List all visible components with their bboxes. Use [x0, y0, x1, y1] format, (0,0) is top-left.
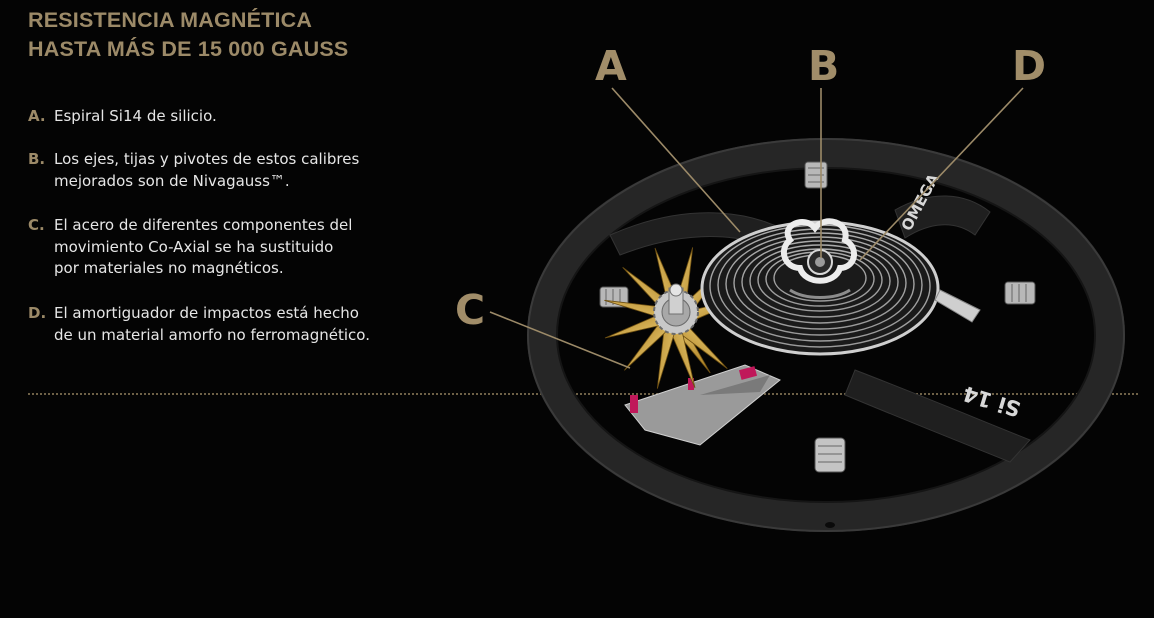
feature-text-a: Espiral Si14 de silicio.	[54, 106, 414, 128]
feature-item-d: D. El amortiguador de impactos está hech…	[28, 303, 414, 346]
balance-wheel-rim	[527, 138, 1125, 532]
ruby-pallet-left	[630, 395, 638, 413]
feature-item-c: C. El acero de diferentes componentes de…	[28, 215, 414, 280]
hairspring	[700, 220, 981, 356]
leader-a	[611, 87, 741, 233]
ruby-pallet-right	[738, 366, 758, 380]
feature-letter-c: C.	[28, 216, 45, 234]
balance-wheel-arms	[609, 195, 1031, 463]
stud-holder	[934, 289, 981, 323]
title-line-2: HASTA MÁS DE 15 000 GAUSS	[28, 37, 349, 61]
ruby-pallet-middle	[688, 378, 694, 390]
screw-right	[1004, 281, 1036, 305]
callout-d: D	[1012, 42, 1046, 90]
feature-a-line-1: Espiral Si14 de silicio.	[54, 107, 217, 125]
feature-letter-b: B.	[28, 150, 46, 168]
feature-item-a: A. Espiral Si14 de silicio.	[28, 106, 414, 128]
feature-text-d: El amortiguador de impactos está hecho d…	[54, 303, 414, 346]
feature-d-line-1: El amortiguador de impactos está hecho	[54, 304, 359, 322]
callout-c: C	[455, 286, 485, 334]
feature-c-line-3: por materiales no magnéticos.	[54, 259, 284, 277]
title-line-1: RESISTENCIA MAGNÉTICA	[28, 8, 313, 32]
feature-item-b: B. Los ejes, tijas y pivotes de estos ca…	[28, 149, 414, 192]
feature-b-line-2: mejorados son de Nivagauss™.	[54, 171, 290, 190]
escape-pinion	[653, 283, 699, 335]
screw-top	[804, 161, 828, 189]
rim-screws	[599, 161, 1036, 473]
feature-c-line-1: El acero de diferentes componentes del	[54, 216, 353, 234]
screw-bottom	[814, 437, 846, 473]
callout-b: B	[808, 42, 839, 90]
feature-d-line-2: de un material amorfo no ferromagnético.	[54, 325, 370, 344]
feature-b-line-1: Los ejes, tijas y pivotes de estos calib…	[54, 150, 360, 168]
dotted-divider	[28, 393, 1138, 395]
feature-text-b: Los ejes, tijas y pivotes de estos calib…	[54, 149, 414, 192]
leader-c	[489, 311, 631, 369]
feature-c-line-2: movimiento Co-Axial se ha sustituido	[54, 237, 334, 256]
callout-leaders	[489, 87, 1024, 369]
pallet-lever	[624, 364, 781, 446]
shock-absorber	[780, 218, 857, 299]
leader-d	[859, 87, 1024, 261]
feature-letter-d: D.	[28, 304, 47, 322]
callout-a: A	[595, 42, 627, 90]
feature-letter-a: A.	[28, 107, 46, 125]
page-title: RESISTENCIA MAGNÉTICA HASTA MÁS DE 15 00…	[28, 6, 348, 64]
feature-text-c: El acero de diferentes componentes del m…	[54, 215, 414, 280]
